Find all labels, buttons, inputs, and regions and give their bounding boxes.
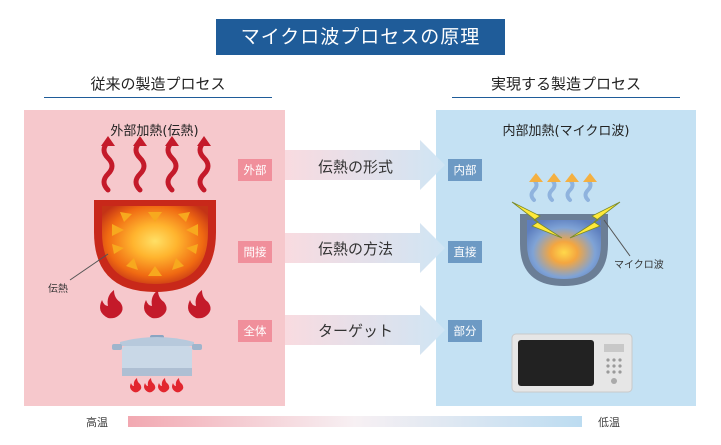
tag-direct: 直接	[448, 241, 482, 263]
heat-arrowheads	[101, 136, 211, 146]
cooking-pot-icon	[112, 335, 202, 376]
flames-icon	[100, 290, 211, 319]
internal-heat-arrows-icon	[529, 178, 593, 202]
left-heading: 従来の製造プロセス	[90, 75, 226, 93]
small-flames-icon	[130, 378, 184, 393]
lightning-icon	[511, 201, 621, 239]
tag-indirect: 間接	[238, 241, 272, 263]
tag-internal: 内部	[448, 159, 482, 181]
temperature-gradient-bar	[128, 416, 582, 427]
right-heading-underline	[452, 97, 680, 98]
arrow-2	[285, 223, 445, 273]
temp-low-label: 低温	[598, 416, 620, 429]
page-title: マイクロ波プロセスの原理	[216, 19, 505, 55]
left-panel-title: 外部加熱(伝熱)	[110, 124, 199, 139]
right-panel-title: 内部加熱(マイクロ波)	[502, 124, 630, 139]
right-heading: 実現する製造プロセス	[490, 75, 641, 93]
arrow-label-method: 伝熱の方法	[318, 240, 394, 258]
tag-whole: 全体	[238, 320, 272, 342]
heated-pot-icon	[94, 200, 216, 292]
internal-heat-arrowheads	[529, 173, 597, 182]
heat-waves-icon	[101, 139, 211, 193]
tag-external: 外部	[238, 159, 272, 181]
arrow-label-form: 伝熱の形式	[318, 158, 394, 176]
left-heading-underline	[44, 97, 272, 98]
arrow-1	[285, 140, 445, 190]
arrow-label-target: ターゲット	[318, 322, 394, 340]
temp-high-label: 高温	[86, 416, 108, 429]
heat-transfer-callout: 伝熱	[48, 284, 68, 295]
arrow-3	[285, 305, 445, 355]
microwave-callout: マイクロ波	[614, 260, 664, 271]
microwave-oven-icon	[511, 333, 633, 393]
tag-partial: 部分	[448, 320, 482, 342]
